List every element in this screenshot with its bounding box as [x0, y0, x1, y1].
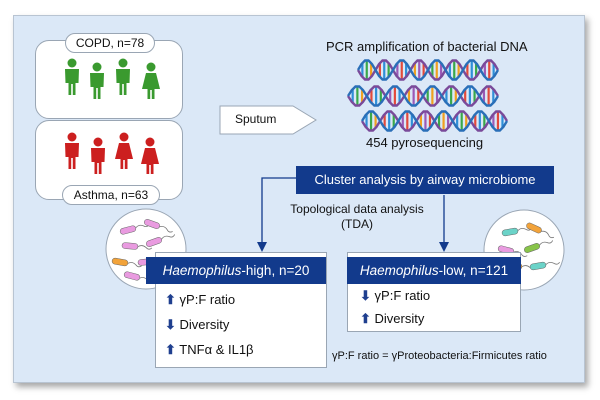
person-icon	[90, 62, 104, 99]
haemophilus-high-count: -high, n=20	[241, 263, 310, 278]
person-icon	[141, 137, 159, 174]
person-icon	[91, 137, 105, 174]
dna-strand	[346, 85, 500, 107]
asthma-person-icons	[65, 132, 159, 174]
high-row-1-text: γP:F ratio	[179, 292, 236, 307]
bacterium	[526, 222, 555, 239]
person-icon	[115, 132, 133, 169]
person-icon	[116, 58, 130, 95]
high-row-3: ⬆ TNFα & IL1β	[165, 342, 254, 358]
high-row-3-text: TNFα & IL1β	[179, 342, 254, 357]
dna-strand	[360, 110, 509, 132]
dna-helix-icon	[346, 85, 500, 107]
haemophilus-low-genus: Haemophilus	[359, 263, 439, 278]
low-row-2-text: Diversity	[374, 311, 425, 326]
pyrosequencing-label: 454 pyrosequencing	[366, 135, 484, 150]
dna-strand	[356, 59, 500, 81]
high-row-1: ⬆ γP:F ratio	[165, 292, 235, 308]
person-icon	[142, 62, 160, 99]
bacterium	[121, 242, 153, 250]
bacterium	[144, 219, 173, 233]
copd-group-box	[35, 40, 183, 119]
haemophilus-low-count: -low, n=121	[438, 263, 509, 278]
person-icon	[65, 58, 79, 95]
low-row-1: ⬇ γP:F ratio	[360, 288, 430, 304]
dna-helix-icon	[360, 110, 509, 132]
tda-label-line2: (TDA)	[341, 217, 373, 231]
bacterium	[529, 261, 560, 271]
arrow-up-icon: ⬆	[165, 292, 176, 307]
bacterium	[111, 257, 142, 268]
arrow-down-icon: ⬇	[360, 288, 371, 303]
arrow-down-icon: ⬇	[165, 317, 176, 332]
bacterium	[146, 234, 176, 247]
high-row-2: ⬇ Diversity	[165, 317, 229, 333]
sputum-arrow-shape	[219, 105, 317, 135]
haemophilus-high-title: Haemophilus-high, n=20	[146, 257, 326, 284]
haemophilus-high-genus: Haemophilus	[162, 263, 242, 278]
bacterium	[524, 240, 554, 253]
low-row-2: ⬆ Diversity	[360, 311, 424, 327]
arrow-up-icon: ⬆	[360, 311, 371, 326]
flow-arrows	[261, 177, 445, 245]
low-row-1-text: γP:F ratio	[374, 288, 431, 303]
person-icon	[65, 132, 79, 169]
tda-label-line1: Topological data analysis	[290, 202, 424, 216]
pcr-label: PCR amplification of bacterial DNA	[326, 39, 528, 54]
asthma-label: Asthma, n=63	[62, 185, 160, 205]
copd-person-icons	[65, 58, 160, 99]
sputum-label: Sputum	[235, 112, 277, 126]
dna-helix-icon	[356, 59, 500, 81]
footnote: γP:F ratio = γProteobacteria:Firmicutes …	[332, 350, 547, 362]
haemophilus-low-title: Haemophilus-low, n=121	[347, 257, 521, 284]
cluster-analysis-box: Cluster analysis by airway microbiome	[296, 166, 554, 194]
high-row-2-text: Diversity	[179, 317, 230, 332]
copd-label: COPD, n=78	[65, 33, 155, 53]
arrow-up-icon: ⬆	[165, 342, 176, 357]
